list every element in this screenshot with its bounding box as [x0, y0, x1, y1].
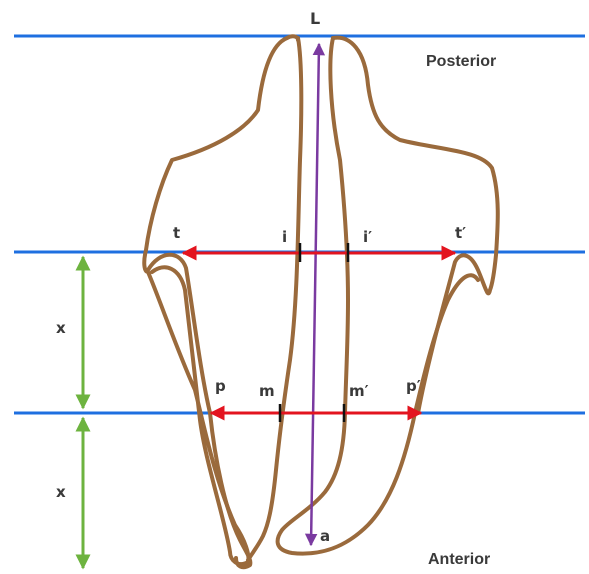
- label-i-prime: i′: [363, 228, 372, 246]
- label-bottom-point: a: [320, 527, 330, 545]
- label-p-prime: p′: [406, 377, 421, 395]
- label-m-prime: m′: [349, 382, 369, 400]
- label-x-upper: x: [56, 319, 66, 337]
- left-inner-lobe-outline: [146, 252, 253, 570]
- label-anterior: Anterior: [428, 551, 490, 568]
- label-i: i: [282, 228, 287, 246]
- label-t: t: [173, 224, 180, 242]
- specimen-outline: [142, 34, 500, 570]
- label-t-prime: t′: [455, 224, 466, 242]
- label-x-lower: x: [56, 483, 66, 501]
- label-m: m: [259, 382, 275, 400]
- left-top-lobe-outline: [285, 34, 300, 42]
- label-top-point: L: [310, 9, 320, 28]
- right-outer-lobe-outline: [331, 35, 500, 415]
- label-p: p: [215, 377, 226, 395]
- right-central-outline: [275, 36, 480, 556]
- left-central-outline: [246, 36, 304, 562]
- length-arrow: [304, 42, 326, 547]
- label-posterior: Posterior: [426, 53, 496, 70]
- left-outer-lobe-outline: [142, 36, 289, 567]
